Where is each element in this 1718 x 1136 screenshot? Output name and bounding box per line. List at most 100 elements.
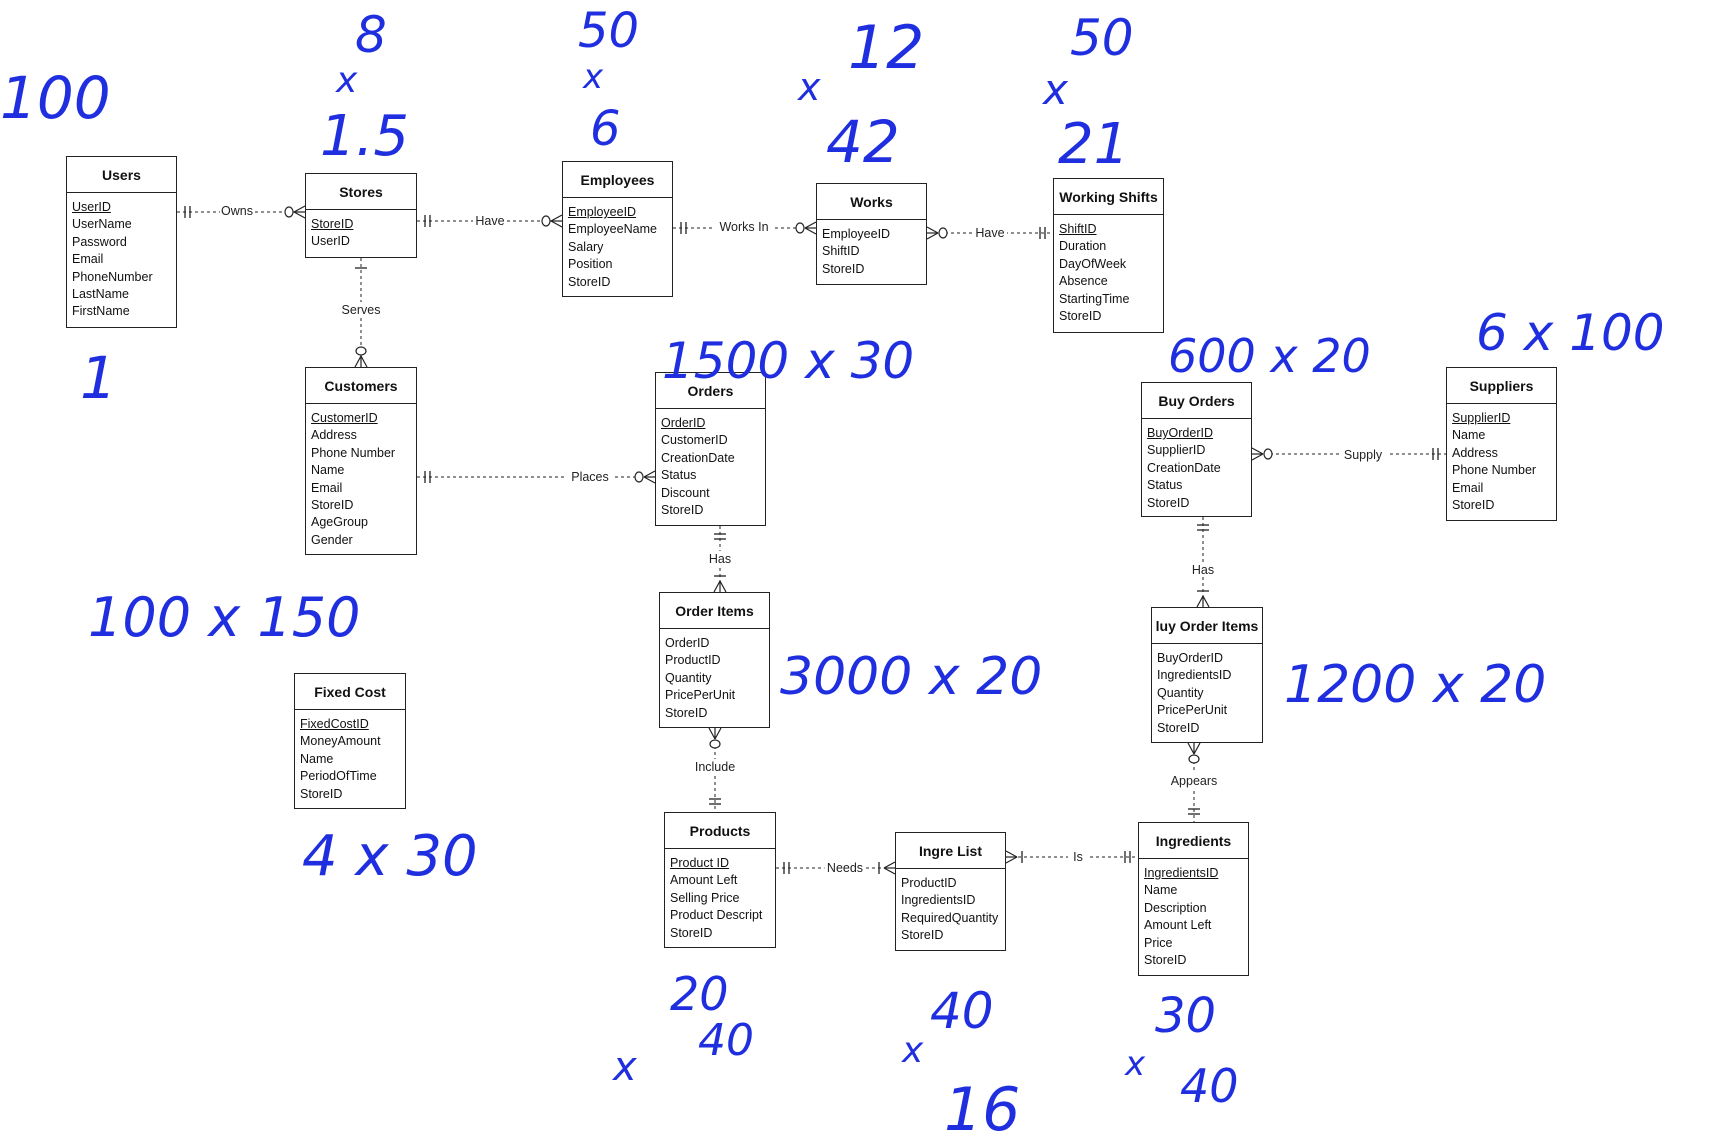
relationship-label: Supply bbox=[1344, 448, 1383, 462]
relationship-label: Places bbox=[571, 470, 609, 484]
attribute: Address bbox=[1452, 445, 1498, 460]
annotation-shifts-x: x bbox=[1041, 65, 1069, 114]
relationship-label: Have bbox=[475, 214, 504, 228]
attribute: FirstName bbox=[72, 304, 130, 319]
attribute: OrderID bbox=[665, 636, 710, 650]
attribute: Status bbox=[661, 468, 697, 483]
attribute: IngredientsID bbox=[901, 893, 976, 908]
relationship-is[interactable]: Is bbox=[1005, 849, 1138, 864]
primary-key-attribute: BuyOrderID bbox=[1147, 426, 1213, 440]
annotation-stores-x: x bbox=[335, 60, 358, 101]
relationship-works-in[interactable]: Works In bbox=[673, 219, 817, 235]
attribute: EmployeeName bbox=[568, 222, 657, 237]
entity-title: Suppliers bbox=[1447, 368, 1556, 404]
annotation-buy-order-items-size: 1200 x 20 bbox=[1284, 655, 1546, 715]
entity-title: Customers bbox=[306, 368, 416, 404]
annotation-employees-x: x bbox=[582, 57, 604, 97]
relationship-label: Include bbox=[695, 760, 735, 774]
relationship-has-orders[interactable]: Has bbox=[706, 526, 734, 593]
attribute: UserID bbox=[311, 234, 350, 249]
attribute: StartingTime bbox=[1059, 291, 1130, 306]
relationship-label: Has bbox=[1192, 563, 1214, 577]
annotation-products-x: x bbox=[611, 1044, 637, 1090]
relationship-has-buy-orders[interactable]: Has bbox=[1189, 517, 1217, 608]
annotation-works-top: 12 bbox=[848, 13, 924, 83]
attribute: CreationDate bbox=[1147, 460, 1221, 475]
attribute: MoneyAmount bbox=[300, 734, 381, 749]
entity-title: Products bbox=[665, 813, 775, 849]
attribute: Email bbox=[311, 480, 343, 495]
relationship-needs[interactable]: Needs bbox=[776, 860, 896, 875]
relationship-label: Needs bbox=[827, 861, 863, 875]
relationship-label: Has bbox=[709, 552, 731, 566]
entity-title: Works bbox=[817, 184, 926, 220]
annotation-users-cols: 1 bbox=[80, 344, 117, 412]
relationship-have-works-shifts[interactable]: Have bbox=[926, 225, 1053, 240]
annotation-fixed-cost-size: 4 x 30 bbox=[302, 824, 478, 889]
relationship-include[interactable]: Include bbox=[687, 727, 743, 812]
attribute: StoreID bbox=[1144, 953, 1187, 968]
annotation-ingre-list-x: x bbox=[901, 1030, 924, 1071]
relationship-appears[interactable]: Appears bbox=[1166, 742, 1222, 822]
attribute: Phone Number bbox=[311, 445, 396, 460]
relationship-supply[interactable]: Supply bbox=[1251, 447, 1446, 462]
primary-key-attribute: ShiftID bbox=[1059, 222, 1097, 236]
relationship-serves[interactable]: Serves bbox=[337, 258, 385, 368]
attribute: CreationDate bbox=[661, 450, 735, 465]
attribute: ProductID bbox=[665, 653, 721, 668]
attribute: RequiredQuantity bbox=[901, 910, 999, 925]
relationship-owns[interactable]: Owns bbox=[177, 203, 306, 219]
attribute: PricePerUnit bbox=[665, 688, 736, 703]
attribute: Duration bbox=[1059, 239, 1107, 254]
attribute: Absence bbox=[1059, 274, 1108, 289]
primary-key-attribute: StoreID bbox=[311, 217, 354, 231]
relationship-label: Appears bbox=[1171, 774, 1218, 788]
annotation-shifts-top: 50 bbox=[1070, 9, 1134, 67]
annotation-ingredients-bottom: 40 bbox=[1180, 1059, 1239, 1113]
attribute: StoreID bbox=[901, 928, 944, 943]
relationship-label: Is bbox=[1073, 850, 1083, 864]
attribute: Password bbox=[72, 234, 127, 249]
attribute: Price bbox=[1144, 935, 1173, 950]
attribute: BuyOrderID bbox=[1157, 651, 1223, 665]
attribute: PhoneNumber bbox=[72, 269, 153, 284]
attribute: LastName bbox=[72, 287, 129, 302]
entity-title: Ingre List bbox=[896, 833, 1005, 869]
annotation-users-rows: 100 bbox=[0, 64, 111, 132]
annotation-order-items-size: 3000 x 20 bbox=[780, 647, 1042, 707]
annotation-products-top: 20 bbox=[670, 967, 729, 1021]
attribute: StoreID bbox=[300, 786, 343, 801]
attribute: Quantity bbox=[1157, 685, 1204, 700]
relationship-have-stores-employees[interactable]: Have bbox=[417, 213, 563, 228]
attribute: StoreID bbox=[1059, 309, 1102, 324]
attribute: UserName bbox=[72, 217, 132, 232]
annotation-stores-top: 8 bbox=[355, 6, 387, 64]
attribute: SupplierID bbox=[1147, 443, 1206, 458]
relationship-places[interactable]: Places bbox=[417, 469, 656, 484]
annotation-ingre-list-top: 40 bbox=[930, 982, 994, 1040]
